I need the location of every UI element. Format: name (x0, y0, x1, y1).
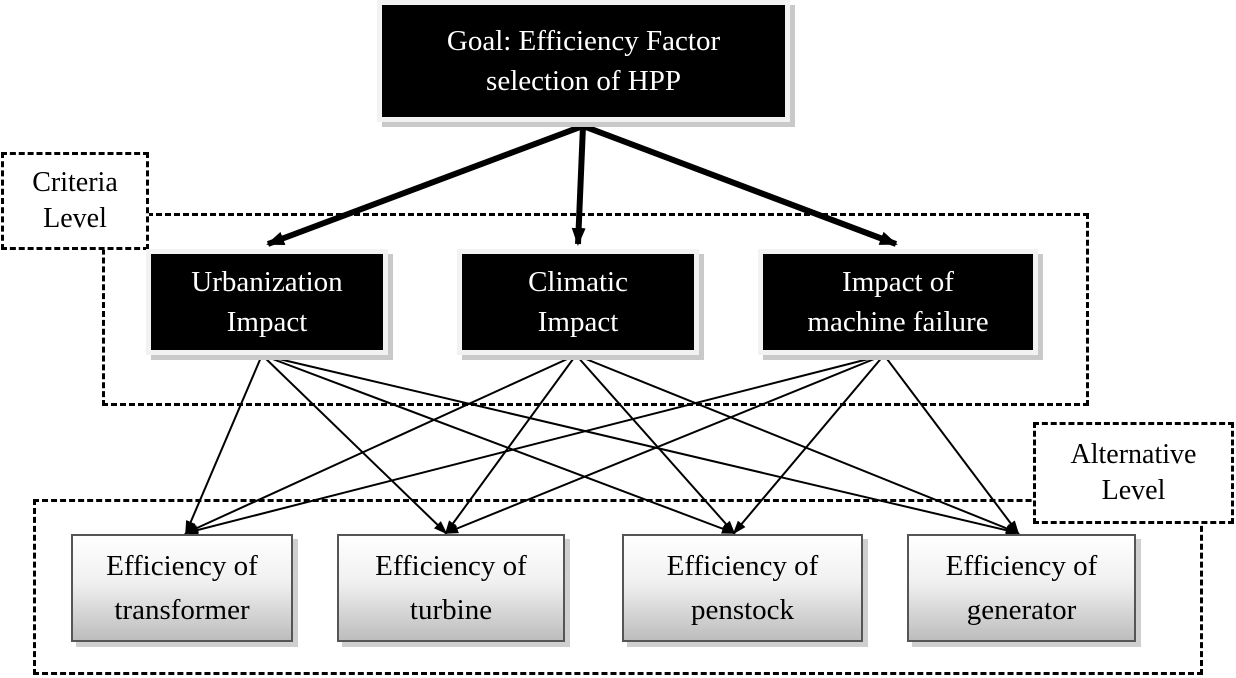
urbanization-to-generator-arrow (261, 354, 1020, 536)
alternative-level-label-line1: Alternative (1070, 439, 1197, 470)
criteria-node-machine-failure-line2: machine failure (807, 306, 989, 338)
alternative-node-penstock-line1: Efficiency of (666, 550, 819, 582)
criteria-level-label-line1: Criteria (32, 167, 118, 198)
alternative-node-generator: Efficiency of generator (907, 534, 1136, 642)
goal-to-urbanization-arrow (266, 123, 585, 247)
machine-failure-to-turbine-arrow (444, 354, 885, 534)
machine-failure-to-transformer-arrow (184, 354, 885, 535)
alternative-level-label: Alternative Level (1033, 422, 1234, 524)
alternative-node-generator-line1: Efficiency of (945, 550, 1098, 582)
goal-to-machine-failure-arrow (581, 123, 898, 247)
criteria-level-frame (102, 213, 1089, 406)
goal-node-line2: selection of HPP (486, 65, 681, 97)
alternative-node-transformer-line1: Efficiency of (106, 550, 258, 582)
alternative-node-penstock-line2: penstock (690, 594, 795, 626)
alternative-node-penstock: Efficiency of penstock (622, 534, 863, 642)
criteria-node-urbanization-line1: Urbanization (191, 266, 343, 298)
criteria-node-machine-failure-line1: Impact of (842, 266, 954, 298)
urbanization-to-turbine-arrow (261, 354, 448, 535)
urbanization-to-penstock-arrow (261, 354, 736, 534)
alternative-node-generator-line2: generator (966, 594, 1077, 626)
goal-to-climatic-arrow (571, 125, 586, 246)
climatic-to-transformer-arrow (184, 354, 577, 534)
criteria-node-climatic-line2: Impact (537, 306, 619, 338)
climatic-to-turbine-arrow (444, 354, 577, 535)
alternative-node-turbine: Efficiency of turbine (337, 534, 565, 642)
machine-failure-to-penstock-arrow (732, 354, 885, 535)
alternative-node-transformer-line2: transformer (114, 594, 250, 626)
alternative-node-turbine-line2: turbine (409, 594, 493, 626)
climatic-to-penstock-arrow (575, 354, 736, 535)
criteria-level-label: Criteria Level (1, 152, 149, 250)
alternative-level-frame (33, 499, 1203, 675)
criteria-node-climatic: Climatic Impact (457, 249, 699, 355)
goal-node-line1: Goal: Efficiency Factor (446, 25, 721, 57)
goal-node: Goal: Efficiency Factor selection of HPP (377, 0, 790, 122)
alternative-node-turbine-line1: Efficiency of (375, 550, 527, 582)
climatic-to-generator-arrow (575, 354, 1020, 534)
alternative-node-transformer: Efficiency of transformer (71, 534, 293, 642)
alternative-level-label-line2: Level (1101, 475, 1166, 506)
criteria-level-label-line2: Level (43, 203, 107, 234)
criteria-node-urbanization: Urbanization Impact (146, 249, 388, 355)
machine-failure-to-generator-arrow (883, 354, 1020, 535)
criteria-node-urbanization-line2: Impact (226, 306, 308, 338)
criteria-node-machine-failure: Impact of machine failure (758, 249, 1038, 355)
urbanization-to-transformer-arrow (185, 354, 263, 535)
criteria-node-climatic-line1: Climatic (528, 266, 628, 298)
